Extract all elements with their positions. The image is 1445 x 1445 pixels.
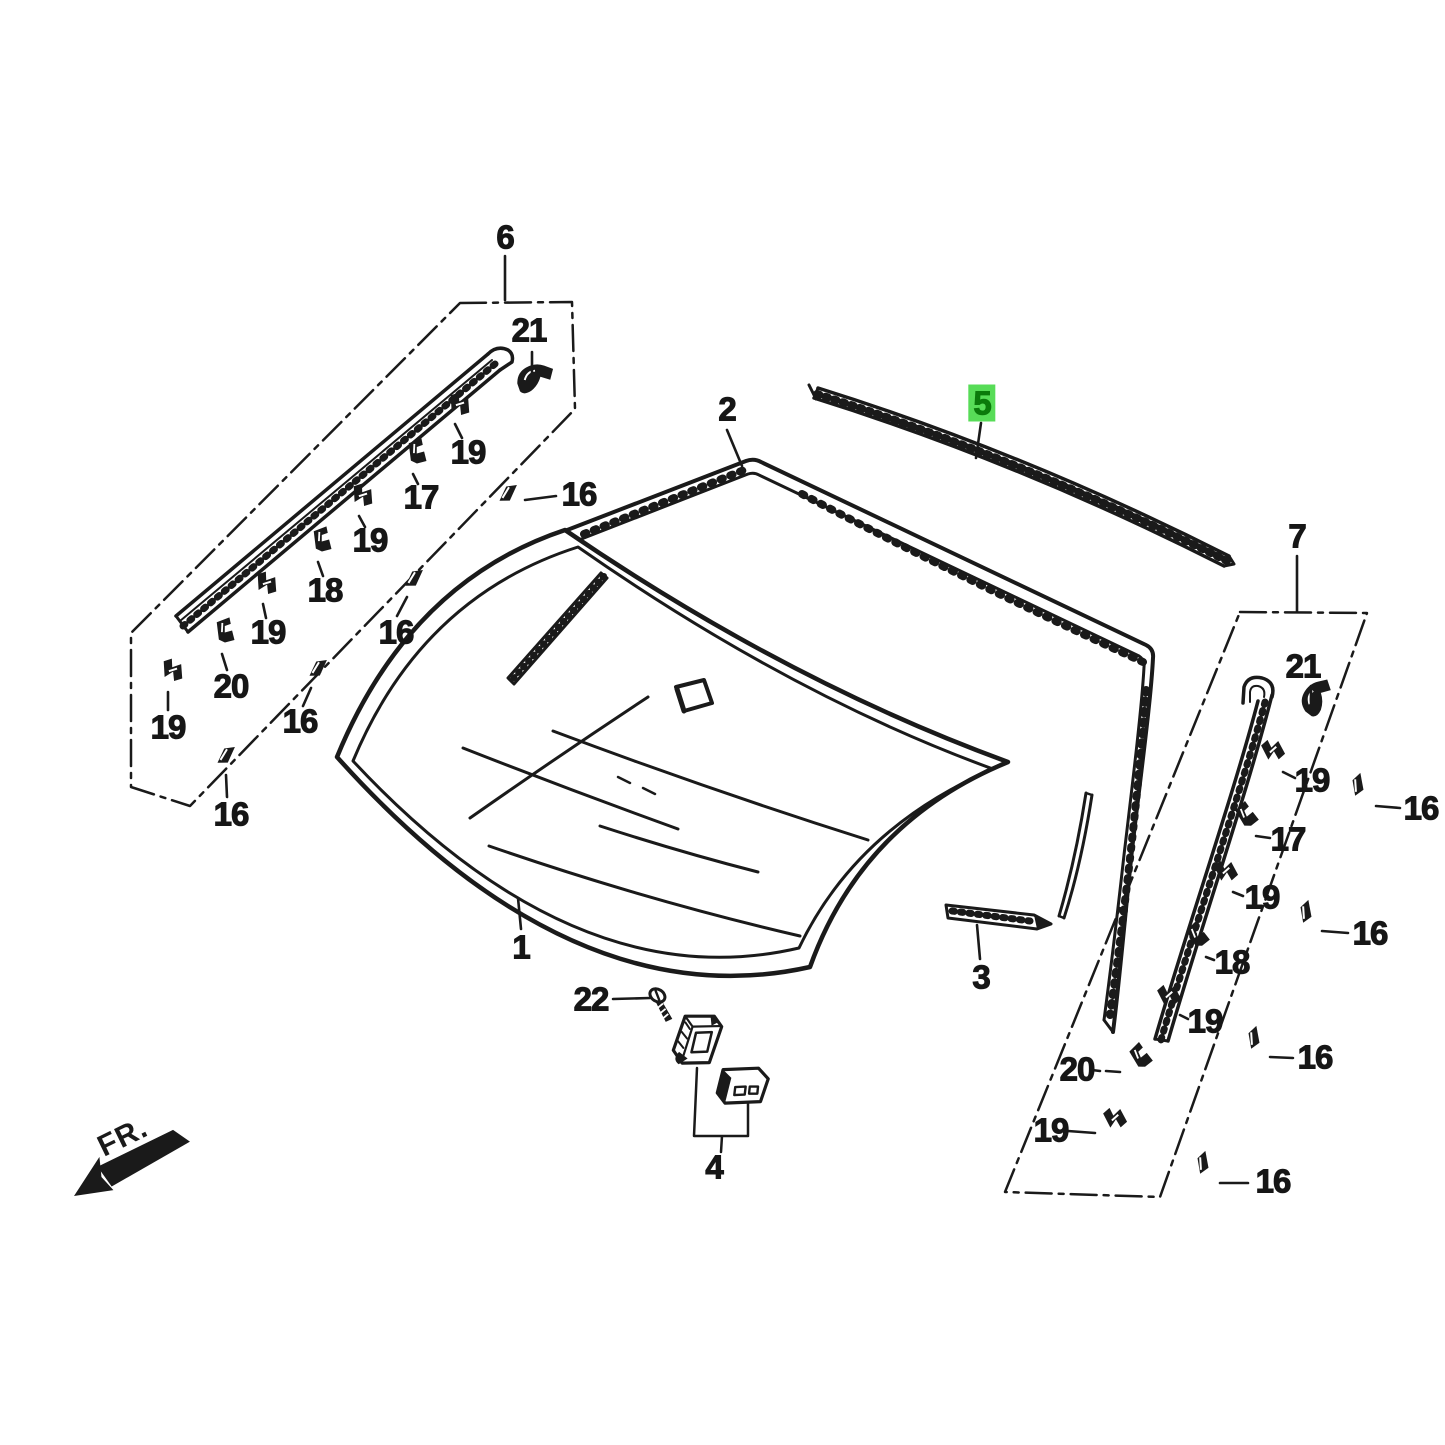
part-callout-17-right[interactable]: 17	[1270, 820, 1307, 858]
part-callout-19-left-3[interactable]: 19	[250, 613, 287, 651]
part-callout-21-right[interactable]: 21	[1285, 647, 1322, 685]
left-side-molding-strip	[174, 346, 515, 634]
part4-bracket-line	[692, 1066, 750, 1154]
part-callout-19-right-3[interactable]: 19	[1187, 1002, 1224, 1040]
part-callout-16-right-2[interactable]: 16	[1352, 914, 1389, 952]
part-callout-19-right-1[interactable]: 19	[1294, 761, 1331, 799]
part-callout-2[interactable]: 2	[718, 390, 738, 428]
part-callout-22[interactable]: 22	[573, 980, 610, 1018]
part-callout-17-left[interactable]: 17	[403, 478, 440, 516]
part-callout-4[interactable]: 4	[705, 1148, 725, 1186]
part-callout-16-left-4[interactable]: 16	[213, 795, 250, 833]
part-callout-3[interactable]: 3	[972, 958, 992, 996]
part-callout-16-right-3[interactable]: 16	[1297, 1038, 1334, 1076]
part-callout-20-left[interactable]: 20	[213, 667, 250, 705]
part-callout-18-right[interactable]: 18	[1214, 943, 1251, 981]
part-callout-21-left[interactable]: 21	[511, 311, 548, 349]
part-callout-19-right-4[interactable]: 19	[1033, 1111, 1070, 1149]
part-callout-16-right-4[interactable]: 16	[1255, 1162, 1292, 1200]
windshield-glass	[334, 527, 1011, 979]
lower-corner-molding-part3	[944, 903, 1053, 931]
part-callout-16-left-3[interactable]: 16	[282, 702, 319, 740]
part-callout-16-left-1[interactable]: 16	[561, 475, 598, 513]
part-callout-20-right[interactable]: 20	[1059, 1050, 1096, 1088]
part-callout-19-left-4[interactable]: 19	[150, 708, 187, 746]
part-callout-6[interactable]: 6	[496, 218, 516, 256]
part-callout-5[interactable]: 5	[968, 384, 996, 422]
frame-inner-trim-end	[1057, 791, 1094, 920]
windshield-molding-frame	[560, 457, 1156, 1034]
part-callout-18-left[interactable]: 18	[307, 571, 344, 609]
right-molding-assembly-boundary	[1003, 610, 1369, 1199]
part-callout-19-left-2[interactable]: 19	[352, 521, 389, 559]
part-callout-16-left-2[interactable]: 16	[378, 613, 415, 651]
upper-molding-strip-part5	[807, 383, 1236, 568]
part-callout-19-left-1[interactable]: 19	[450, 433, 487, 471]
part-callout-19-right-2[interactable]: 19	[1244, 878, 1281, 916]
leader-lines	[166, 254, 1402, 1185]
screw-icon	[648, 987, 673, 1022]
stay-clip-4a	[671, 1014, 724, 1065]
fr-arrow-icon: FR.	[74, 1111, 190, 1196]
right-side-molding-strip	[1153, 675, 1275, 1044]
stay-clip-4b	[715, 1066, 770, 1105]
part-callout-7[interactable]: 7	[1288, 517, 1308, 555]
part-callout-16-right-1[interactable]: 16	[1403, 789, 1440, 827]
left-molding-assembly-boundary	[129, 300, 577, 808]
part-callout-1[interactable]: 1	[512, 928, 532, 966]
